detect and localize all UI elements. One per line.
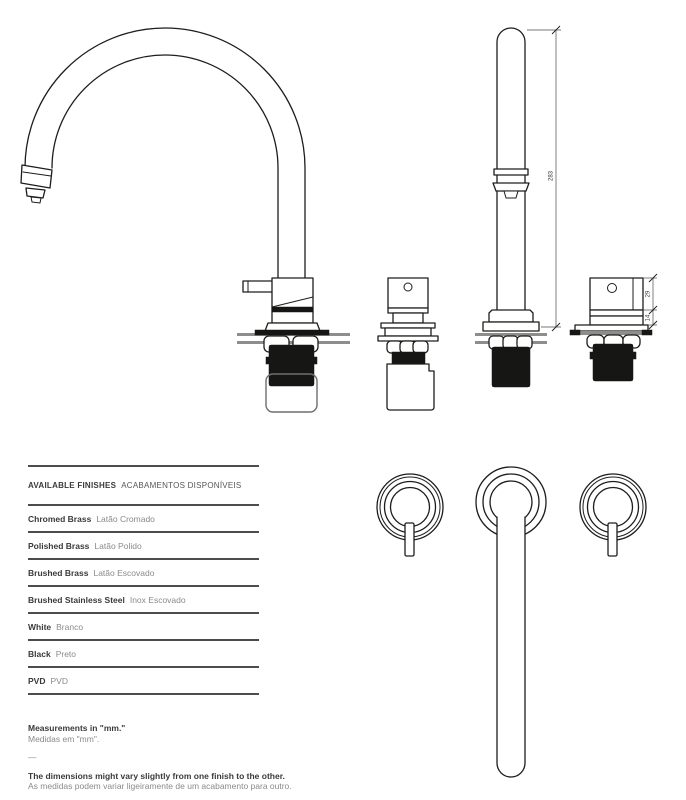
valve-flange bbox=[380, 322, 436, 329]
front-view-drawing: 283 bbox=[475, 25, 561, 388]
knob-top-view-right bbox=[579, 473, 647, 557]
spout-outer-curve bbox=[24, 27, 306, 279]
finishes-title-pt: ACABAMENTOS DISPONÍVEIS bbox=[121, 481, 242, 490]
spout-outlet bbox=[492, 182, 530, 192]
finish-name-en: Polished Brass bbox=[28, 540, 90, 551]
finish-name-pt: Latão Polido bbox=[94, 540, 142, 551]
finish-row: Black Preto bbox=[28, 641, 259, 668]
base-collar bbox=[488, 309, 534, 323]
knob-lever bbox=[404, 522, 415, 557]
footnotes: Measurements in "mm." Medidas em "mm". —… bbox=[28, 723, 292, 792]
spout-top-view bbox=[475, 466, 547, 778]
available-finishes-table: AVAILABLE FINISHES ACABAMENTOS DISPONÍVE… bbox=[28, 465, 259, 695]
countertop-line bbox=[475, 333, 547, 336]
variance-note-pt: As medidas podem variar ligeiramente de … bbox=[28, 781, 292, 791]
finish-row: Brushed Brass Latão Escovado bbox=[28, 560, 259, 587]
finish-name-en: Brushed Stainless Steel bbox=[28, 594, 125, 605]
side-view-drawing bbox=[20, 27, 350, 413]
finish-row: PVD PVD bbox=[28, 668, 259, 695]
finish-name-pt: Latão Cromado bbox=[96, 513, 155, 524]
finish-name-en: Chromed Brass bbox=[28, 513, 92, 524]
finishes-title-en: AVAILABLE FINISHES bbox=[28, 481, 117, 490]
valve-body bbox=[386, 363, 435, 411]
spout-inner-curve bbox=[51, 54, 279, 279]
set-screw bbox=[607, 283, 617, 293]
finish-row: Polished Brass Latão Polido bbox=[28, 533, 259, 560]
finish-name-en: PVD bbox=[28, 675, 46, 686]
finish-name-pt: Preto bbox=[55, 648, 77, 659]
measurements-note-en: Measurements in "mm." bbox=[28, 723, 126, 733]
finish-name-pt: Latão Escovado bbox=[93, 567, 155, 578]
finish-row: Brushed Stainless Steel Inox Escovado bbox=[28, 587, 259, 614]
finish-name-pt: Inox Escovado bbox=[129, 594, 186, 605]
spout-height-dimension: 283 bbox=[549, 170, 555, 181]
knob-lever bbox=[607, 522, 618, 557]
aerator bbox=[25, 187, 46, 199]
threaded-shank bbox=[491, 346, 531, 388]
mounting-sleeve-outline bbox=[265, 373, 318, 413]
spout-tube-top-view bbox=[496, 516, 526, 778]
threaded-shank bbox=[391, 351, 426, 365]
mixer-body bbox=[271, 277, 314, 324]
base-flange bbox=[482, 321, 540, 332]
knob-top-view-left bbox=[376, 473, 444, 557]
spout-column bbox=[496, 27, 526, 311]
valve-side-drawing: 29 14 bbox=[569, 273, 658, 382]
finish-name-en: Brushed Brass bbox=[28, 567, 89, 578]
threaded-shank bbox=[268, 344, 315, 387]
countertop-line bbox=[570, 331, 652, 335]
finish-name-en: White bbox=[28, 621, 52, 632]
valve-knob bbox=[589, 277, 644, 311]
finish-row: White Branco bbox=[28, 614, 259, 641]
finish-row: Chromed Brass Latão Cromado bbox=[28, 506, 259, 533]
mounting-nut bbox=[412, 340, 429, 354]
finish-name-pt: Branco bbox=[56, 621, 84, 632]
measurements-note-pt: Medidas em "mm". bbox=[28, 733, 100, 744]
valve-front-drawing bbox=[377, 277, 439, 411]
variance-note-en: The dimensions might vary slightly from … bbox=[28, 770, 285, 781]
knob-lower-dimension: 14 bbox=[646, 314, 652, 321]
note-separator: — bbox=[28, 752, 37, 762]
knob-upper-dimension: 29 bbox=[646, 290, 652, 297]
finish-name-en: Black bbox=[28, 648, 51, 659]
finishes-table-header: AVAILABLE FINISHES ACABAMENTOS DISPONÍVE… bbox=[28, 467, 259, 506]
finish-name-pt: PVD bbox=[50, 675, 68, 686]
set-screw bbox=[403, 282, 413, 292]
aerator-ring bbox=[493, 168, 529, 176]
spout-tip bbox=[20, 164, 53, 189]
threaded-shank bbox=[592, 343, 634, 382]
base-flange bbox=[254, 329, 330, 336]
valve-flange bbox=[574, 324, 649, 332]
